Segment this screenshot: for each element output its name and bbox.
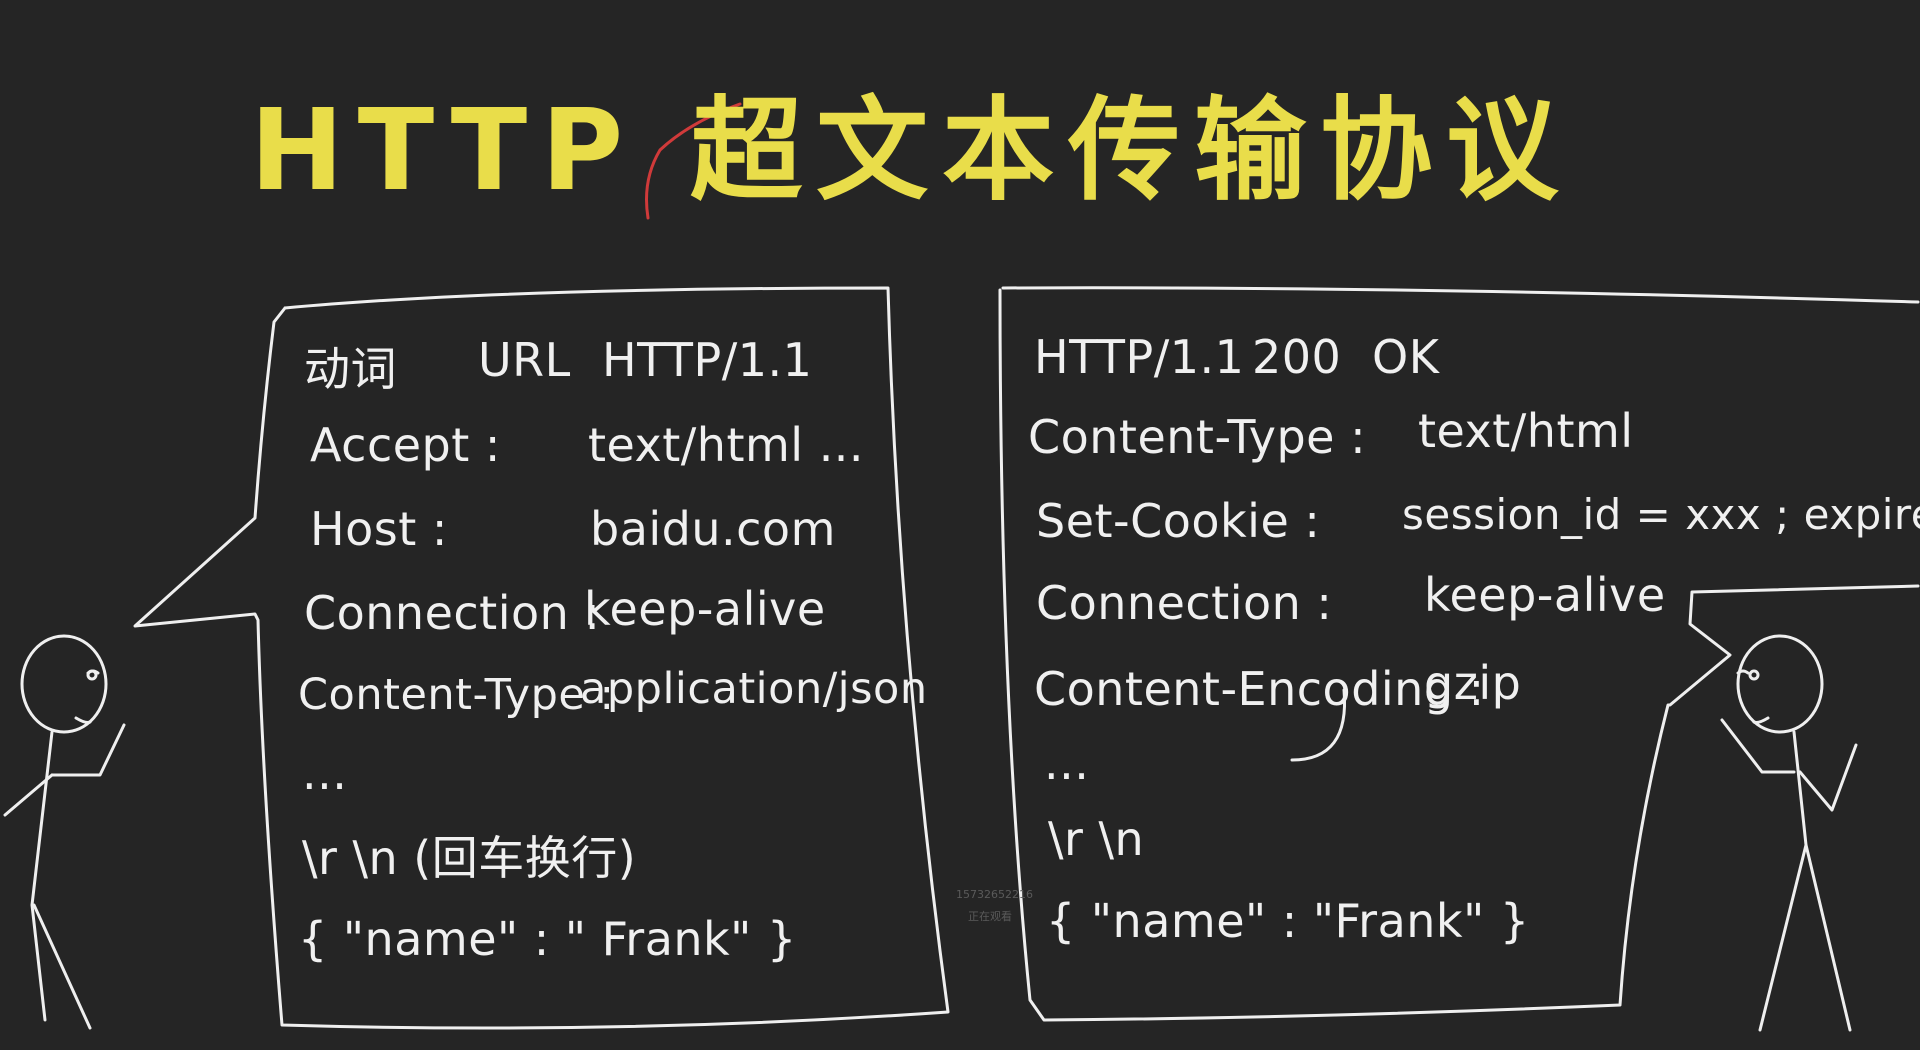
response-header-key: Content-Encoding : <box>1034 662 1485 716</box>
content-encoding-tail <box>1290 688 1347 762</box>
response-body: { "name" : "Frank" } <box>1046 894 1530 948</box>
response-bubble-outline <box>998 286 1920 1022</box>
request-ellipsis: ... <box>302 746 348 800</box>
response-status-text: OK <box>1372 330 1440 384</box>
response-header-value: text/html <box>1418 404 1634 458</box>
response-header-key: Set-Cookie : <box>1036 494 1321 548</box>
watermark-status: 正在观看 <box>968 910 1012 923</box>
request-header-key: Accept : <box>310 418 501 472</box>
request-header-key: Connection : <box>304 586 601 640</box>
request-bubble-outline <box>133 286 950 1030</box>
request-header-value: baidu.com <box>590 502 836 556</box>
request-header-key: Content-Type : <box>298 670 615 720</box>
left-stick-figure <box>3 634 126 1030</box>
request-header-value: keep-alive <box>584 582 826 636</box>
response-header-value: gzip <box>1424 656 1522 710</box>
request-url: URL <box>478 333 571 387</box>
request-version: HTTP/1.1 <box>602 333 813 387</box>
request-header-key: Host : <box>310 502 448 556</box>
response-header-key: Content-Type : <box>1028 410 1367 464</box>
watermark-id: 15732652216 <box>956 888 1033 901</box>
response-version: HTTP/1.1 <box>1034 330 1245 384</box>
request-header-value: text/html ... <box>588 418 865 472</box>
request-body: { "name" : " Frank" } <box>298 912 797 966</box>
request-crlf: \r \n (回车换行) <box>302 831 637 885</box>
red-strike-stroke <box>645 102 742 220</box>
response-header-key: Connection : <box>1036 576 1333 630</box>
response-header-value: keep-alive <box>1424 568 1666 622</box>
response-header-value: session_id = xxx ; expires... <box>1402 490 1920 539</box>
request-header-value: application/json <box>580 664 928 714</box>
response-ellipsis: ... <box>1044 736 1090 790</box>
response-crlf: \r \n <box>1048 812 1145 866</box>
right-stick-figure <box>1720 634 1858 1032</box>
response-status-code: 200 <box>1252 330 1342 384</box>
request-method: 动词 <box>304 342 397 396</box>
page-title: HTTP 超文本传输协议 <box>250 86 1573 216</box>
